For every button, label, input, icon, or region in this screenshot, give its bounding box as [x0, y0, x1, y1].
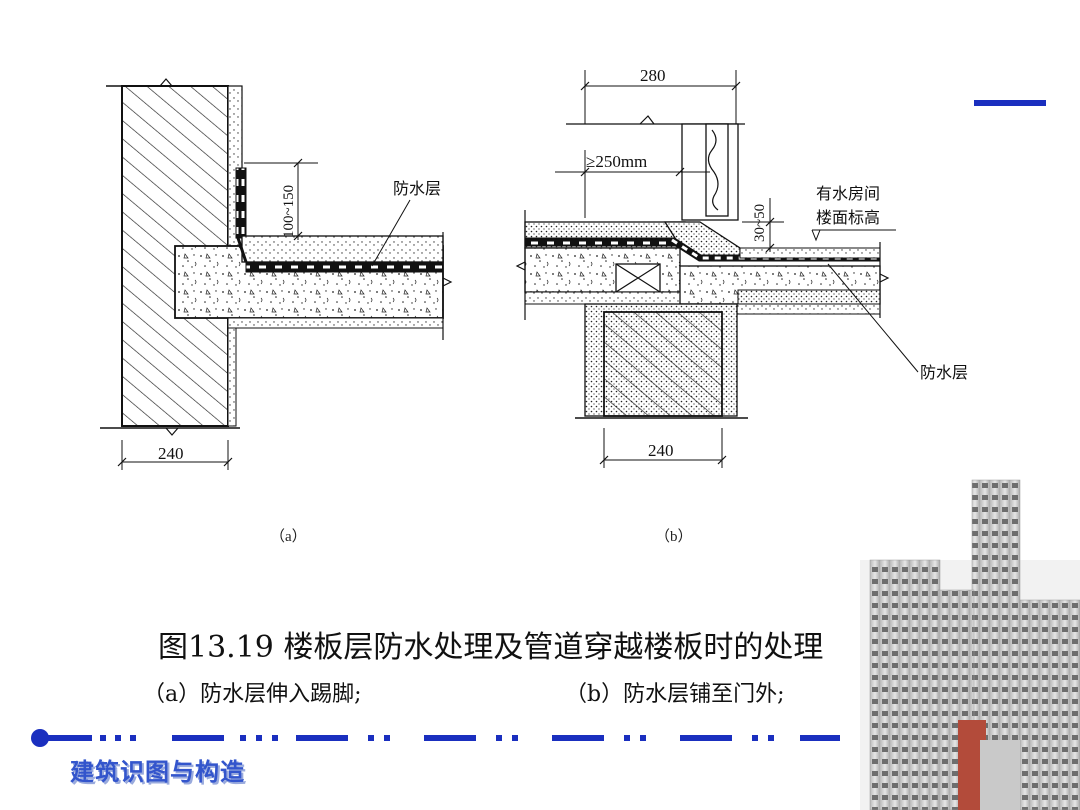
- figure-caption-sub-b: （b）防水层铺至门外;: [565, 682, 785, 707]
- dim-b-250: ≥250mm: [586, 152, 647, 171]
- top-right-accent-bar: [974, 100, 1046, 106]
- dim-b-width: 240: [648, 441, 674, 460]
- dim-a-width: 240: [158, 444, 184, 463]
- label-b-room-line2: 楼面标高: [816, 208, 880, 227]
- figure-caption-title: 图13.19 楼板层防水处理及管道穿越楼板时的处理: [158, 630, 824, 665]
- label-b-waterproof: 防水层: [920, 363, 968, 382]
- wall-b: [603, 311, 723, 417]
- dim-a-height: 100~150: [281, 185, 297, 238]
- label-b-room-line1: 有水房间: [816, 184, 880, 203]
- building-photo: [860, 479, 1080, 810]
- label-a-waterproof: 防水层: [393, 179, 441, 198]
- dim-b-30-50: 30~50: [752, 204, 768, 242]
- sub-label-a: （a）: [270, 528, 307, 545]
- sub-label-b: （b）: [655, 528, 693, 545]
- figure-b: 280 ≥250mm 30~50 有: [515, 66, 968, 545]
- figure-a: 240 100~150 防水层 （a）: [100, 78, 453, 545]
- decorative-dashed-line: [31, 729, 840, 747]
- course-title: 建筑识图与构造: [70, 758, 245, 786]
- dim-b-top: 280: [640, 66, 666, 85]
- figure-caption-sub-a: （a）防水层伸入踢脚;: [143, 682, 362, 707]
